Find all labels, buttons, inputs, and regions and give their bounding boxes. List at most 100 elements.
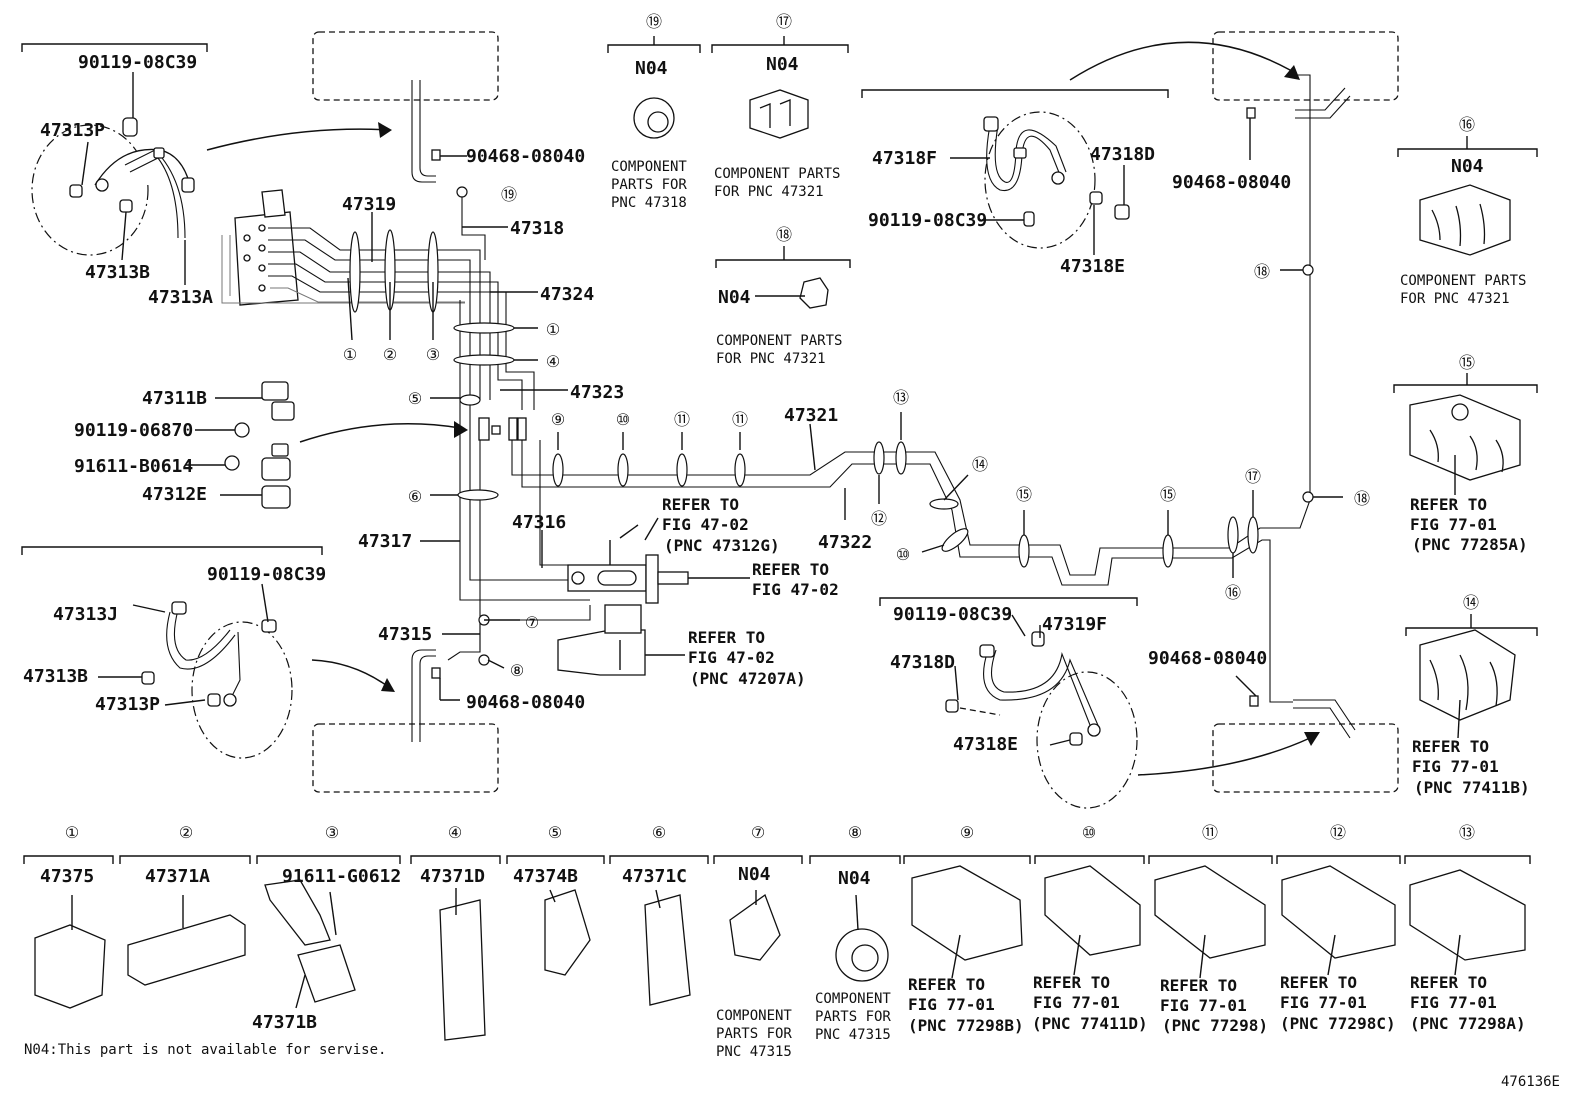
master-cylinder-block <box>234 189 299 306</box>
label-47371A: 47371A <box>145 866 210 887</box>
svg-text:PNC 47318: PNC 47318 <box>611 195 687 211</box>
callout-11a: ⑪ <box>674 410 690 429</box>
label-47313A: 47313A <box>148 287 213 308</box>
component-part-notes: COMPONENT PARTS FOR PNC 47318 COMPONENT … <box>611 159 1526 1060</box>
label-91611-B0614: 91611-B0614 <box>74 456 193 477</box>
svg-text:REFER TO: REFER TO <box>688 628 765 647</box>
label-47318F: 47318F <box>872 148 937 169</box>
label-47371C: 47371C <box>622 866 687 887</box>
svg-text:(PNC 47207A): (PNC 47207A) <box>690 669 806 688</box>
svg-text:(PNC 77298): (PNC 77298) <box>1162 1016 1268 1035</box>
callout-18: ⑱ <box>776 225 792 244</box>
label-47318: 47318 <box>510 218 564 239</box>
callout-16: ⑯ <box>1459 115 1475 134</box>
callout-17a: ⑰ <box>1245 467 1261 486</box>
callout-1c: ① <box>65 823 79 842</box>
label-47318D-b: 47318D <box>890 652 955 673</box>
label-47318E-a: 47318E <box>1060 256 1125 277</box>
label-47313P-b: 47313P <box>95 694 160 715</box>
label-90119-08C39-d: 90119-08C39 <box>893 604 1012 625</box>
label-47371D: 47371D <box>420 866 485 887</box>
label-47319: 47319 <box>342 194 396 215</box>
svg-text:PARTS FOR: PARTS FOR <box>815 1009 891 1025</box>
svg-text:COMPONENT: COMPONENT <box>611 159 687 175</box>
svg-text:COMPONENT: COMPONENT <box>716 1008 792 1024</box>
leader-lines <box>71 72 1461 1009</box>
callout-1b: ① <box>546 320 560 339</box>
label-47375: 47375 <box>40 866 94 887</box>
svg-text:FIG 77-01: FIG 77-01 <box>1033 993 1120 1012</box>
front-left-hose-assembly <box>31 117 195 256</box>
svg-text:REFER TO: REFER TO <box>1280 973 1357 992</box>
rear-right-hose-assembly <box>945 631 1138 809</box>
svg-text:(PNC 77298B): (PNC 77298B) <box>908 1016 1024 1035</box>
svg-text:(PNC 77298A): (PNC 77298A) <box>1410 1014 1526 1033</box>
svg-text:PNC 47315: PNC 47315 <box>716 1044 792 1060</box>
label-47316: 47316 <box>512 512 566 533</box>
svg-text:(PNC 47312G): (PNC 47312G) <box>664 536 780 555</box>
svg-text:REFER TO: REFER TO <box>1412 737 1489 756</box>
callout-15b: ⑮ <box>1160 485 1176 504</box>
svg-text:REFER TO: REFER TO <box>752 560 829 579</box>
label-90468-08040-a: 90468-08040 <box>466 146 585 167</box>
callout-numbers: ⑲ ⑰ ⑱ ⑯ ⑮ ⑭ ⑲ ① ② ③ ① ④ ⑤ ⑥ ⑨ ⑩ ⑪ ⑪ ⑬ ⑫ … <box>65 12 1479 842</box>
callout-9a: ⑨ <box>551 410 565 429</box>
callout-12a: ⑫ <box>871 509 887 528</box>
label-47322: 47322 <box>818 532 872 553</box>
svg-text:FIG 47-02: FIG 47-02 <box>662 515 749 534</box>
n04-labels: N04 N04 N04 N04 N04 N04 <box>635 54 1484 889</box>
label-90468-08040-c: 90468-08040 <box>1172 172 1291 193</box>
flow-arrows <box>206 41 1320 776</box>
callout-13c: ⑬ <box>1459 823 1475 842</box>
callout-2c: ② <box>179 823 193 842</box>
svg-text:FOR PNC 47321: FOR PNC 47321 <box>714 184 824 200</box>
callout-4b: ④ <box>546 352 560 371</box>
label-47312E: 47312E <box>142 484 207 505</box>
callout-8c: ⑧ <box>848 823 862 842</box>
svg-text:FIG 77-01: FIG 77-01 <box>1412 757 1499 776</box>
callout-18a: ⑱ <box>1254 262 1270 281</box>
callout-7: ⑦ <box>525 613 539 632</box>
svg-text:FIG 77-01: FIG 77-01 <box>908 995 995 1014</box>
figure-id: 476136E <box>1501 1074 1560 1090</box>
svg-text:N04: N04 <box>718 287 751 308</box>
svg-text:(PNC 77285A): (PNC 77285A) <box>1412 535 1528 554</box>
svg-text:COMPONENT PARTS: COMPONENT PARTS <box>714 166 840 182</box>
clip-drawings <box>633 89 1521 721</box>
label-47319F: 47319F <box>1042 614 1107 635</box>
svg-text:FIG 77-01: FIG 77-01 <box>1280 993 1367 1012</box>
brake-tube-harness <box>221 74 1356 742</box>
label-47317: 47317 <box>358 531 412 552</box>
label-47313B-b: 47313B <box>23 666 88 687</box>
label-47371B: 47371B <box>252 1012 317 1033</box>
callout-10b: ⑩ <box>896 545 910 564</box>
callout-15: ⑮ <box>1459 353 1475 372</box>
svg-text:FIG 77-01: FIG 77-01 <box>1410 993 1497 1012</box>
callout-17: ⑰ <box>776 12 792 31</box>
label-47323: 47323 <box>570 382 624 403</box>
left-small-parts <box>224 381 295 509</box>
label-47313J: 47313J <box>53 604 118 625</box>
refer-to-notes: REFER TO FIG 47-02 (PNC 47312G) REFER TO… <box>662 495 1530 1035</box>
callout-1a: ① <box>343 345 357 364</box>
label-47311B: 47311B <box>142 388 207 409</box>
svg-text:N04: N04 <box>738 864 771 885</box>
label-47324: 47324 <box>540 284 594 305</box>
svg-text:FOR PNC 47321: FOR PNC 47321 <box>1400 291 1510 307</box>
label-47313B-a: 47313B <box>85 262 150 283</box>
label-47321: 47321 <box>784 405 838 426</box>
label-90119-08C39-a: 90119-08C39 <box>78 52 197 73</box>
rear-left-hose-assembly <box>141 601 293 759</box>
svg-text:(PNC 77298C): (PNC 77298C) <box>1280 1014 1396 1033</box>
bottom-clip-drawings <box>34 865 1526 1041</box>
label-47313P-a: 47313P <box>40 120 105 141</box>
svg-text:N04: N04 <box>635 58 668 79</box>
callout-8: ⑧ <box>510 661 524 680</box>
svg-text:N04: N04 <box>838 868 871 889</box>
callout-14: ⑭ <box>1463 593 1479 612</box>
abs-actuator-block <box>557 604 646 676</box>
svg-text:REFER TO: REFER TO <box>1160 976 1237 995</box>
svg-text:REFER TO: REFER TO <box>1033 973 1110 992</box>
callout-10a: ⑩ <box>616 410 630 429</box>
